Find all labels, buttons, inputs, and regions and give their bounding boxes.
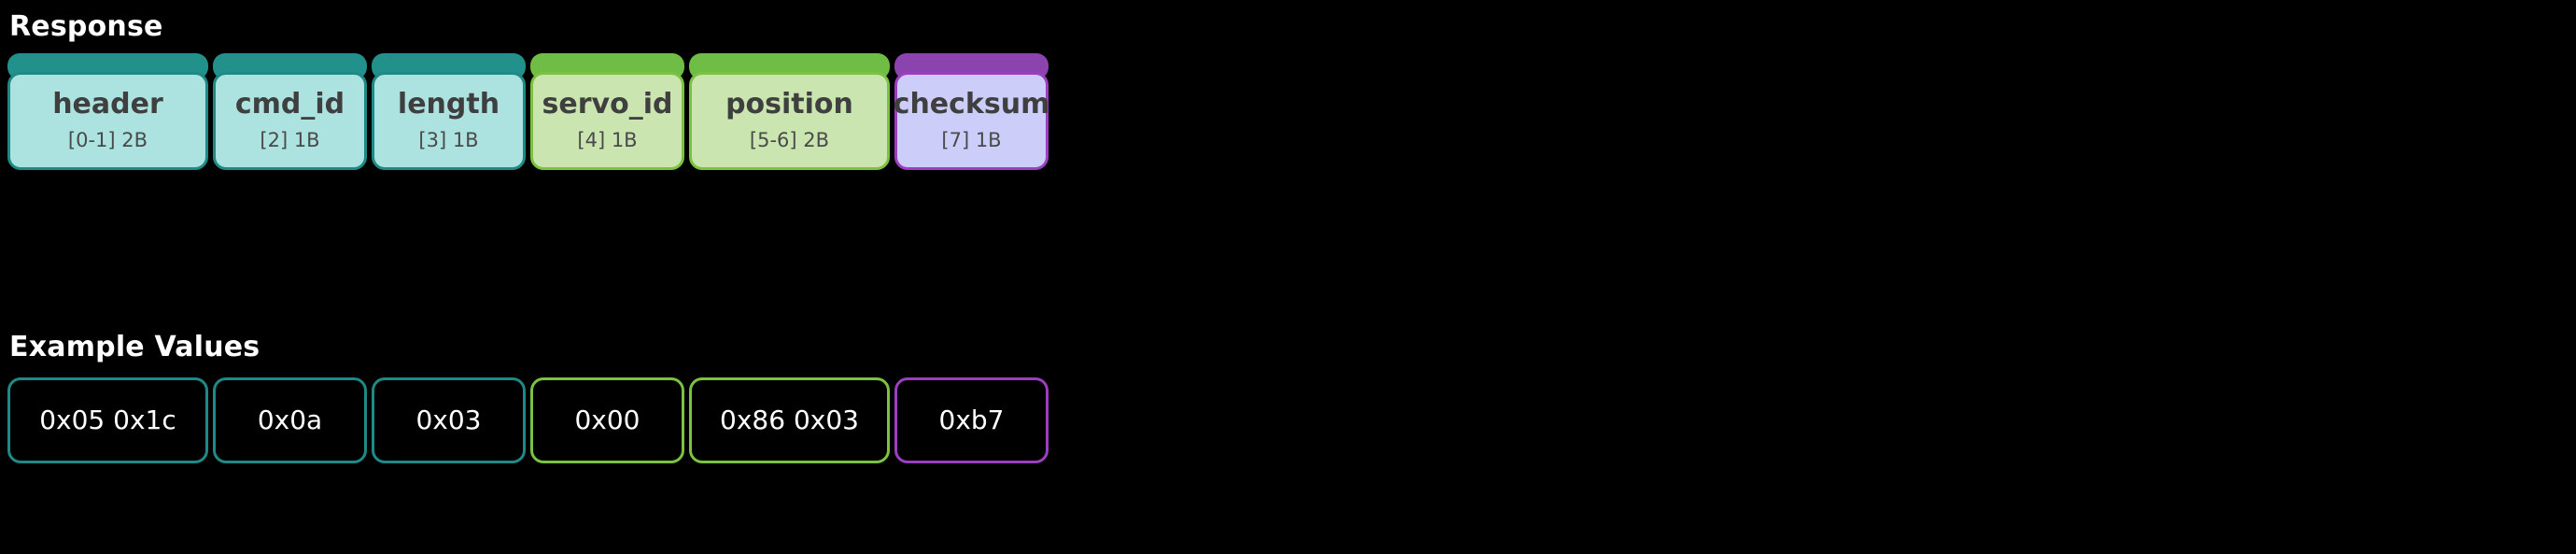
packet-field-body: cmd_id [2] 1B xyxy=(213,72,367,170)
example-value-cmd_id: 0x0a xyxy=(213,377,367,463)
packet-field-name: position xyxy=(725,88,853,121)
field-boxes-row: header [0-1] 2B cmd_id [2] 1B length [3] 1B se… xyxy=(7,53,1053,170)
value-boxes-row: 0x05 0x1c 0x0a 0x03 0x00 0x86 0x03 0xb7 xyxy=(7,377,1053,463)
packet-field-name: servo_id xyxy=(542,88,673,121)
section-title-example-values: Example Values xyxy=(9,331,260,363)
packet-field-body: servo_id [4] 1B xyxy=(530,72,684,170)
example-value-text: 0x05 0x1c xyxy=(39,405,176,435)
example-value-length: 0x03 xyxy=(372,377,526,463)
packet-field-body: position [5-6] 2B xyxy=(689,72,890,170)
packet-field-position: position [5-6] 2B xyxy=(689,53,890,170)
packet-field-checksum: checksum [7] 1B xyxy=(894,53,1049,170)
packet-field-name: cmd_id xyxy=(234,88,345,121)
example-value-text: 0x03 xyxy=(415,405,482,435)
packet-field-body: checksum [7] 1B xyxy=(894,72,1049,170)
example-value-position: 0x86 0x03 xyxy=(689,377,890,463)
packet-field-byte-range: [0-1] 2B xyxy=(67,128,148,151)
packet-field-header: header [0-1] 2B xyxy=(7,53,208,170)
example-value-text: 0x00 xyxy=(574,405,640,435)
packet-field-length: length [3] 1B xyxy=(372,53,526,170)
example-value-checksum: 0xb7 xyxy=(894,377,1049,463)
example-value-header: 0x05 0x1c xyxy=(7,377,208,463)
packet-field-cmd_id: cmd_id [2] 1B xyxy=(213,53,367,170)
packet-field-body: length [3] 1B xyxy=(372,72,526,170)
packet-field-name: length xyxy=(397,88,500,121)
example-value-servo_id: 0x00 xyxy=(530,377,684,463)
section-title-response: Response xyxy=(9,10,163,43)
packet-field-body: header [0-1] 2B xyxy=(7,72,208,170)
example-value-text: 0x86 0x03 xyxy=(720,405,859,435)
packet-field-byte-range: [4] 1B xyxy=(577,128,638,151)
packet-field-byte-range: [7] 1B xyxy=(941,128,1002,151)
packet-field-name: checksum xyxy=(893,88,1050,121)
example-value-text: 0xb7 xyxy=(938,405,1005,435)
packet-field-name: header xyxy=(52,88,163,121)
packet-field-byte-range: [5-6] 2B xyxy=(749,128,830,151)
packet-field-servo_id: servo_id [4] 1B xyxy=(530,53,684,170)
example-value-text: 0x0a xyxy=(257,405,323,435)
packet-field-byte-range: [3] 1B xyxy=(418,128,479,151)
packet-field-byte-range: [2] 1B xyxy=(260,128,320,151)
